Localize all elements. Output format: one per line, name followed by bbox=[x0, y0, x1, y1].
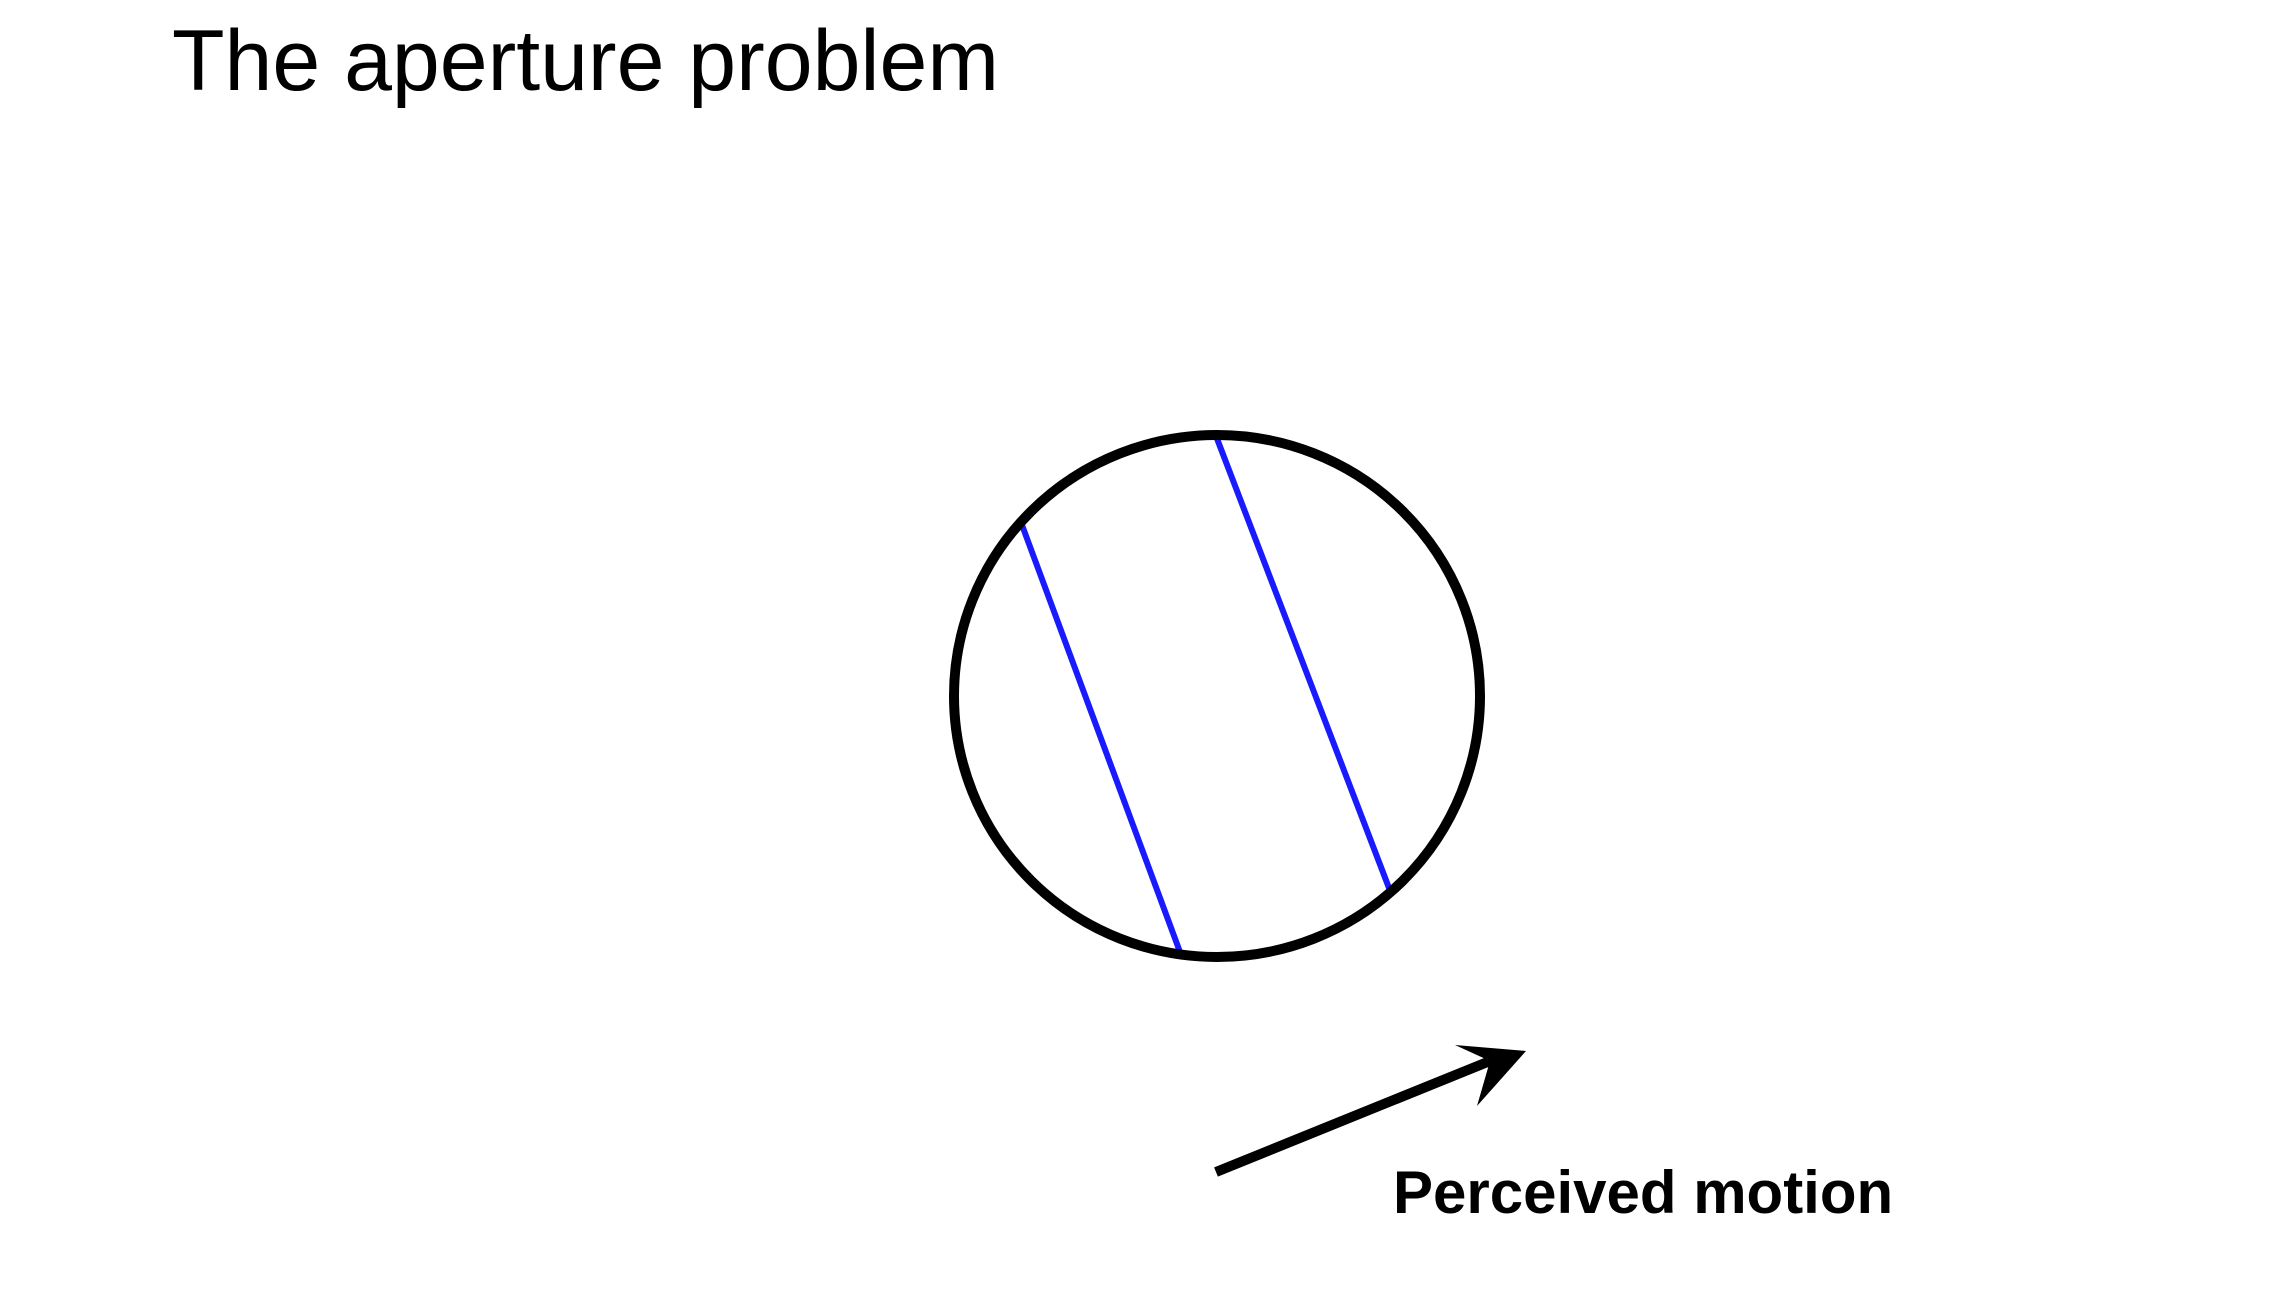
aperture-circle bbox=[949, 430, 1485, 962]
grating-line-left bbox=[1019, 523, 1183, 954]
perceived-motion-label: Perceived motion bbox=[1393, 1159, 1893, 1226]
grating-line-right bbox=[1213, 434, 1392, 890]
page-title: The aperture problem bbox=[172, 13, 999, 109]
motion-arrow-shaft bbox=[1214, 1056, 1492, 1177]
motion-arrow-head bbox=[1455, 1045, 1526, 1106]
